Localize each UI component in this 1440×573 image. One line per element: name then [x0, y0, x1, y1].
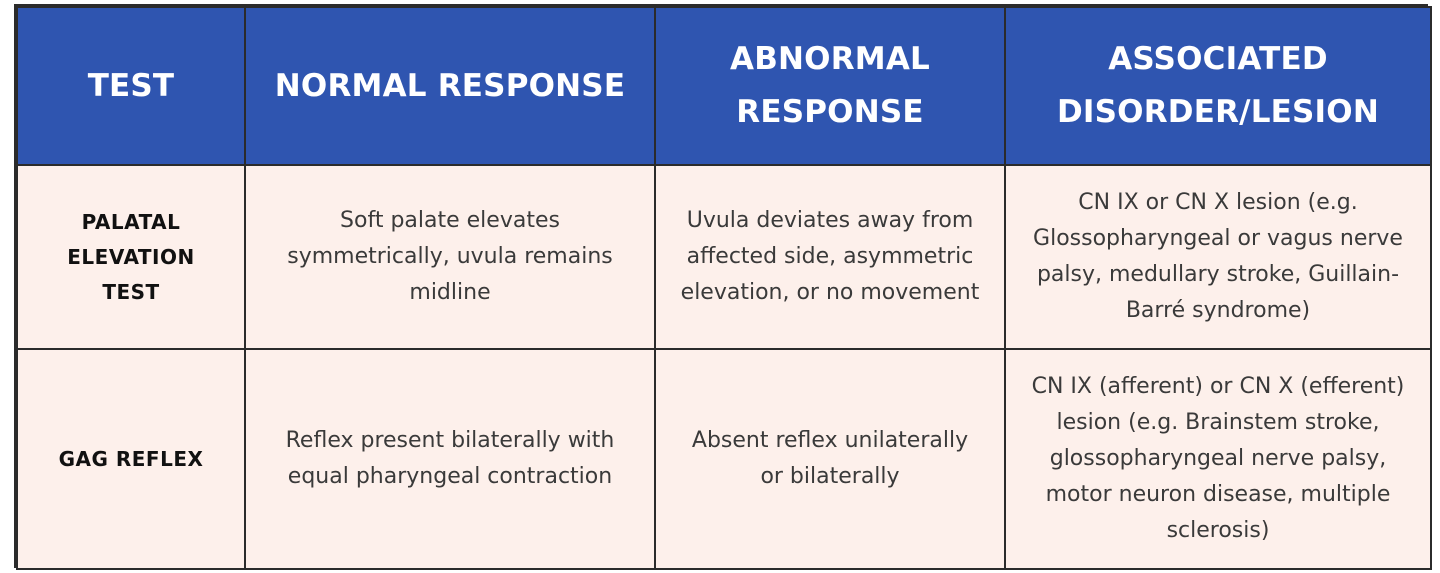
cell-test-text: GAG REFLEX — [58, 446, 204, 471]
cell-test-text: PALATAL ELEVATION TEST — [67, 209, 195, 304]
header-abnormal-response: ABNORMAL RESPONSE — [654, 6, 1006, 166]
table-row: GAG REFLEX Reflex present bilaterally wi… — [16, 348, 1432, 570]
header-associated-disorder-label: ASSOCIATED DISORDER/LESION — [1056, 41, 1379, 130]
cell-normal: Reflex present bilaterally with equal ph… — [244, 348, 656, 570]
table-row: PALATAL ELEVATION TEST Soft palate eleva… — [16, 164, 1432, 350]
cell-disorder: CN IX or CN X lesion (e.g. Glossopharyng… — [1004, 164, 1432, 350]
header-abnormal-response-label: ABNORMAL RESPONSE — [730, 41, 930, 130]
cell-disorder: CN IX (afferent) or CN X (efferent) lesi… — [1004, 348, 1432, 570]
cell-abnormal-text: Absent reflex unilaterally or bilaterall… — [691, 428, 969, 489]
clinical-test-table-container: TEST NORMAL RESPONSE ABNORMAL RESPONSE A… — [14, 4, 1432, 570]
cell-abnormal: Absent reflex unilaterally or bilaterall… — [654, 348, 1006, 570]
header-test: TEST — [16, 6, 246, 166]
header-normal-response: NORMAL RESPONSE — [244, 6, 656, 166]
cell-disorder-text: CN IX (afferent) or CN X (efferent) lesi… — [1031, 374, 1405, 543]
cell-test: GAG REFLEX — [16, 348, 246, 570]
header-associated-disorder: ASSOCIATED DISORDER/LESION — [1004, 6, 1432, 166]
cell-normal-text: Reflex present bilaterally with equal ph… — [285, 428, 615, 489]
cell-test: PALATAL ELEVATION TEST — [16, 164, 246, 350]
table-header-row: TEST NORMAL RESPONSE ABNORMAL RESPONSE A… — [16, 6, 1432, 166]
cell-abnormal: Uvula deviates away from affected side, … — [654, 164, 1006, 350]
cell-abnormal-text: Uvula deviates away from affected side, … — [680, 208, 980, 305]
cell-normal: Soft palate elevates symmetrically, uvul… — [244, 164, 656, 350]
clinical-test-table: TEST NORMAL RESPONSE ABNORMAL RESPONSE A… — [16, 6, 1432, 570]
cell-normal-text: Soft palate elevates symmetrically, uvul… — [287, 208, 613, 305]
cell-disorder-text: CN IX or CN X lesion (e.g. Glossopharyng… — [1033, 190, 1403, 323]
